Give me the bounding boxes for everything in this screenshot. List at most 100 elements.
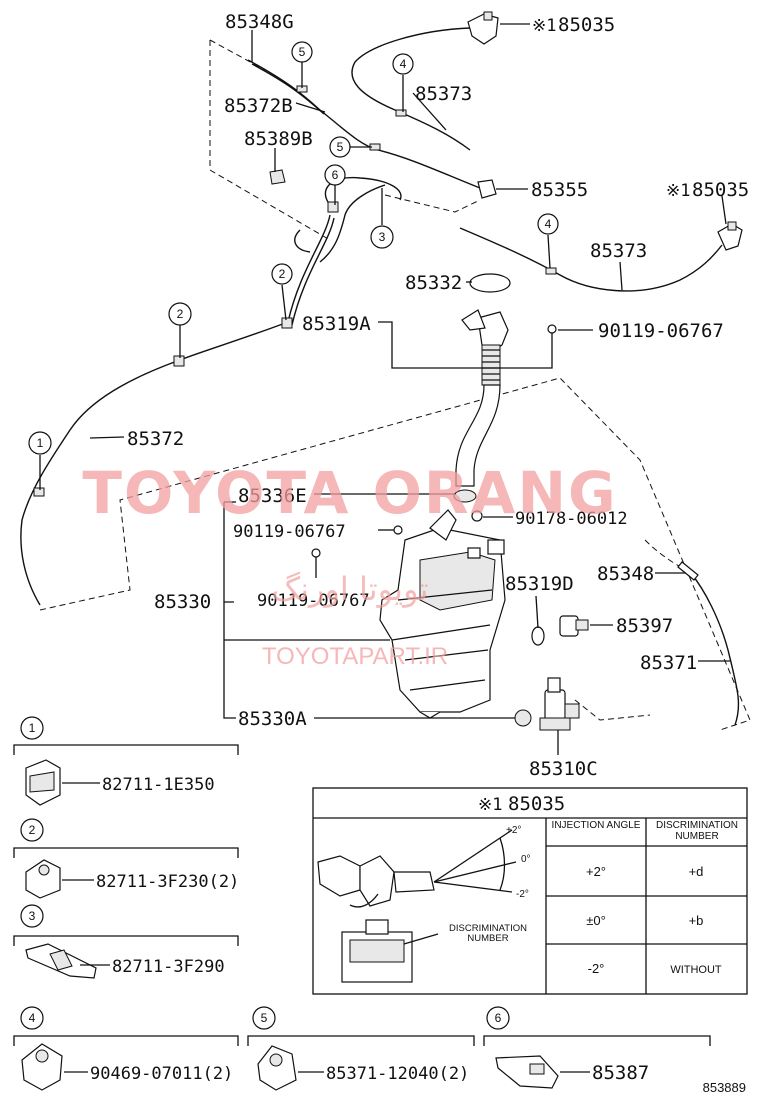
label-85035-top: 85035 (558, 14, 615, 36)
nozzle-connector-drawing (341, 919, 439, 983)
hose-85373-top (351, 27, 471, 151)
washer-tank (379, 509, 506, 719)
dashed-guide-2 (384, 194, 481, 213)
pump-85310C (539, 677, 580, 731)
grommet-85336E (453, 489, 477, 503)
legend-num-2: 2 (29, 823, 36, 837)
label-85371: 85371 (640, 652, 697, 674)
callout-4b: 4 (545, 217, 552, 231)
bolt-90119-a (547, 324, 557, 352)
bolt-90119-b (378, 525, 403, 535)
callout-circles: 5 4 5 6 3 4 2 2 1 (28, 41, 559, 455)
cap-85332 (469, 273, 511, 293)
row-1-number: +d (689, 864, 704, 879)
label-85372B: 85372B (224, 95, 293, 117)
angle-mark-plus2: +2° (506, 825, 521, 836)
filler-bracket (461, 309, 486, 331)
label-85035-right: 85035 (692, 179, 749, 201)
clip-icon-3 (25, 943, 97, 979)
label-90119-c: 90119-06767 (257, 591, 370, 611)
row-3-number: WITHOUT (670, 964, 722, 976)
detail-table: ※1 85035 INJECTION ANGLE DISCRIMINATION … (312, 787, 748, 995)
callout-5b: 5 (337, 140, 344, 154)
header-injection-angle-wrap: INJECTION ANGLE (551, 820, 641, 831)
watermark: TOYOTA ORANG تویوتا اورنگ TOYOTAPART.IR (82, 459, 617, 670)
label-85348: 85348 (597, 563, 654, 585)
label-ref-top: ※1 (532, 16, 556, 36)
legend-part-5: 85371-12040(2) (326, 1064, 469, 1084)
hose-85372B (247, 59, 481, 189)
clip-2a (281, 317, 293, 329)
label-85389B: 85389B (244, 128, 313, 150)
nozzle-85035-top (467, 11, 499, 45)
callout-6: 6 (332, 168, 339, 182)
callout-2a: 2 (279, 267, 286, 281)
hose-85371 (689, 571, 740, 726)
angle-mark-0: 0° (521, 854, 531, 865)
hose-loop-small (324, 176, 402, 206)
table-title-mark: ※1 (478, 795, 502, 815)
clip-icon-1 (25, 759, 61, 806)
hose-85372-inner (291, 217, 335, 326)
label-85372: 85372 (127, 428, 184, 450)
clip-2b (173, 355, 185, 367)
label-85330: 85330 (154, 591, 211, 613)
clip-icon-5 (257, 1045, 297, 1091)
callout-4a: 4 (400, 57, 407, 71)
label-85348G: 85348G (225, 11, 294, 33)
dashed-outline-tank (39, 377, 751, 731)
clip-90178 (471, 510, 483, 522)
clip-6 (327, 201, 339, 213)
dashed-outline-pump (574, 699, 651, 721)
watermark-brand: TOYOTA ORANG (82, 459, 617, 527)
legend-part-3: 82711-3F290 (112, 957, 225, 977)
oring-85319D (531, 626, 545, 646)
joint-85355 (477, 179, 497, 199)
disc-label: DISCRIMINATION NUMBER (449, 924, 527, 944)
label-85373-mid: 85373 (590, 240, 647, 262)
hose-joint (294, 229, 311, 253)
watermark-site: TOYOTAPART.IR (262, 643, 448, 670)
valve-85348 (677, 561, 699, 581)
row-1-angle: +2° (586, 864, 606, 879)
filler-neck-corrugated (481, 344, 501, 386)
label-85397: 85397 (616, 615, 673, 637)
legend-part-2: 82711-3F230(2) (96, 872, 239, 892)
label-85373-top: 85373 (415, 83, 472, 105)
nozzle-detail-drawing: +2° 0° -2° (317, 825, 531, 908)
label-85355: 85355 (531, 179, 588, 201)
legend-num-3: 3 (29, 909, 36, 923)
sensor-85397 (559, 615, 589, 637)
part-labels: 85348G ※1 85035 85372B 85373 85389B 8535… (127, 11, 749, 780)
hose-branch-3 (319, 184, 386, 263)
callout-2b: 2 (177, 307, 184, 321)
hose-85372B-inner (251, 63, 325, 115)
clip-4a (395, 109, 407, 117)
bolt-90119-c (311, 548, 321, 578)
dashed-outline-upper (209, 40, 331, 241)
label-85319D: 85319D (505, 573, 574, 595)
callout-3: 3 (379, 230, 386, 244)
label-90119-a: 90119-06767 (598, 320, 724, 342)
legend-num-5: 5 (261, 1011, 268, 1025)
disc-label-wrap: DISCRIMINATION NUMBER (449, 924, 527, 944)
header-discrimination-number: DISCRIMINATION NUMBER (655, 820, 739, 842)
part-85389B (269, 169, 286, 185)
label-85332: 85332 (405, 272, 462, 294)
label-85310C: 85310C (529, 758, 598, 780)
label-ref-right: ※1 (666, 181, 690, 201)
legend: 1 82711-1E350 2 82711-3F230(2) 3 82711-3… (13, 716, 746, 1095)
clip-icon-2 (25, 859, 61, 899)
row-3-angle: -2° (588, 961, 605, 976)
table-title-part: 85035 (508, 793, 565, 815)
legend-num-6: 6 (495, 1011, 502, 1025)
header-discrimination-wrap: DISCRIMINATION NUMBER (655, 820, 739, 842)
header-injection-angle: INJECTION ANGLE (551, 820, 641, 831)
nozzle-85035-right (717, 221, 743, 251)
clip-1 (33, 487, 45, 497)
legend-num-4: 4 (29, 1011, 36, 1025)
callout-5a: 5 (299, 45, 306, 59)
hose-85372 (20, 214, 331, 606)
clip-icon-4 (21, 1043, 63, 1091)
